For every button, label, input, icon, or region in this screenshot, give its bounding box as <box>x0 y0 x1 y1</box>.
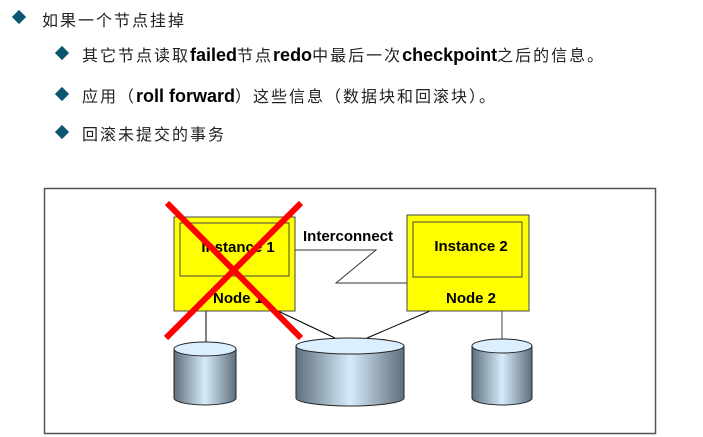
text-run: 其它节点读取 <box>82 46 191 65</box>
bullet-item-3: 应用（roll forward）这些信息（数据块和回滚块）。 <box>82 83 497 107</box>
instance2-box <box>412 221 523 278</box>
text-run: 之后的信息。 <box>497 46 606 65</box>
text-run: 节点 <box>237 46 274 65</box>
keyword-checkpoint: checkpoint <box>402 45 498 65</box>
node2-label: Node 2 <box>446 290 496 307</box>
bullet-item-2: 其它节点读取failed节点redo中最后一次checkpoint之后的信息。 <box>82 42 605 66</box>
interconnect-link <box>295 249 407 284</box>
node1-label: Node 1 <box>213 290 263 307</box>
node2-local-disk-icon <box>471 338 533 406</box>
node1-local-disk-icon <box>173 341 237 406</box>
text-run: ）这些信息（数据块和回滚块）。 <box>235 87 498 106</box>
instance2-label: Instance 2 <box>434 238 507 255</box>
keyword-redo: redo <box>273 45 313 65</box>
keyword-failed: failed <box>190 45 238 65</box>
failed-cross-icon <box>163 200 304 341</box>
text-run: 中最后一次 <box>312 46 403 65</box>
keyword-roll-forward: roll forward <box>136 86 236 106</box>
node1-shared-link <box>277 310 336 339</box>
bullet-item-1: 如果一个节点挂掉 <box>42 11 187 30</box>
node2-shared-link <box>366 310 431 339</box>
bullet-item-4: 回滚未提交的事务 <box>82 125 227 144</box>
text-run: 应用（ <box>82 87 137 106</box>
shared-storage-disk-icon <box>295 337 405 407</box>
interconnect-label: Interconnect <box>303 228 393 245</box>
